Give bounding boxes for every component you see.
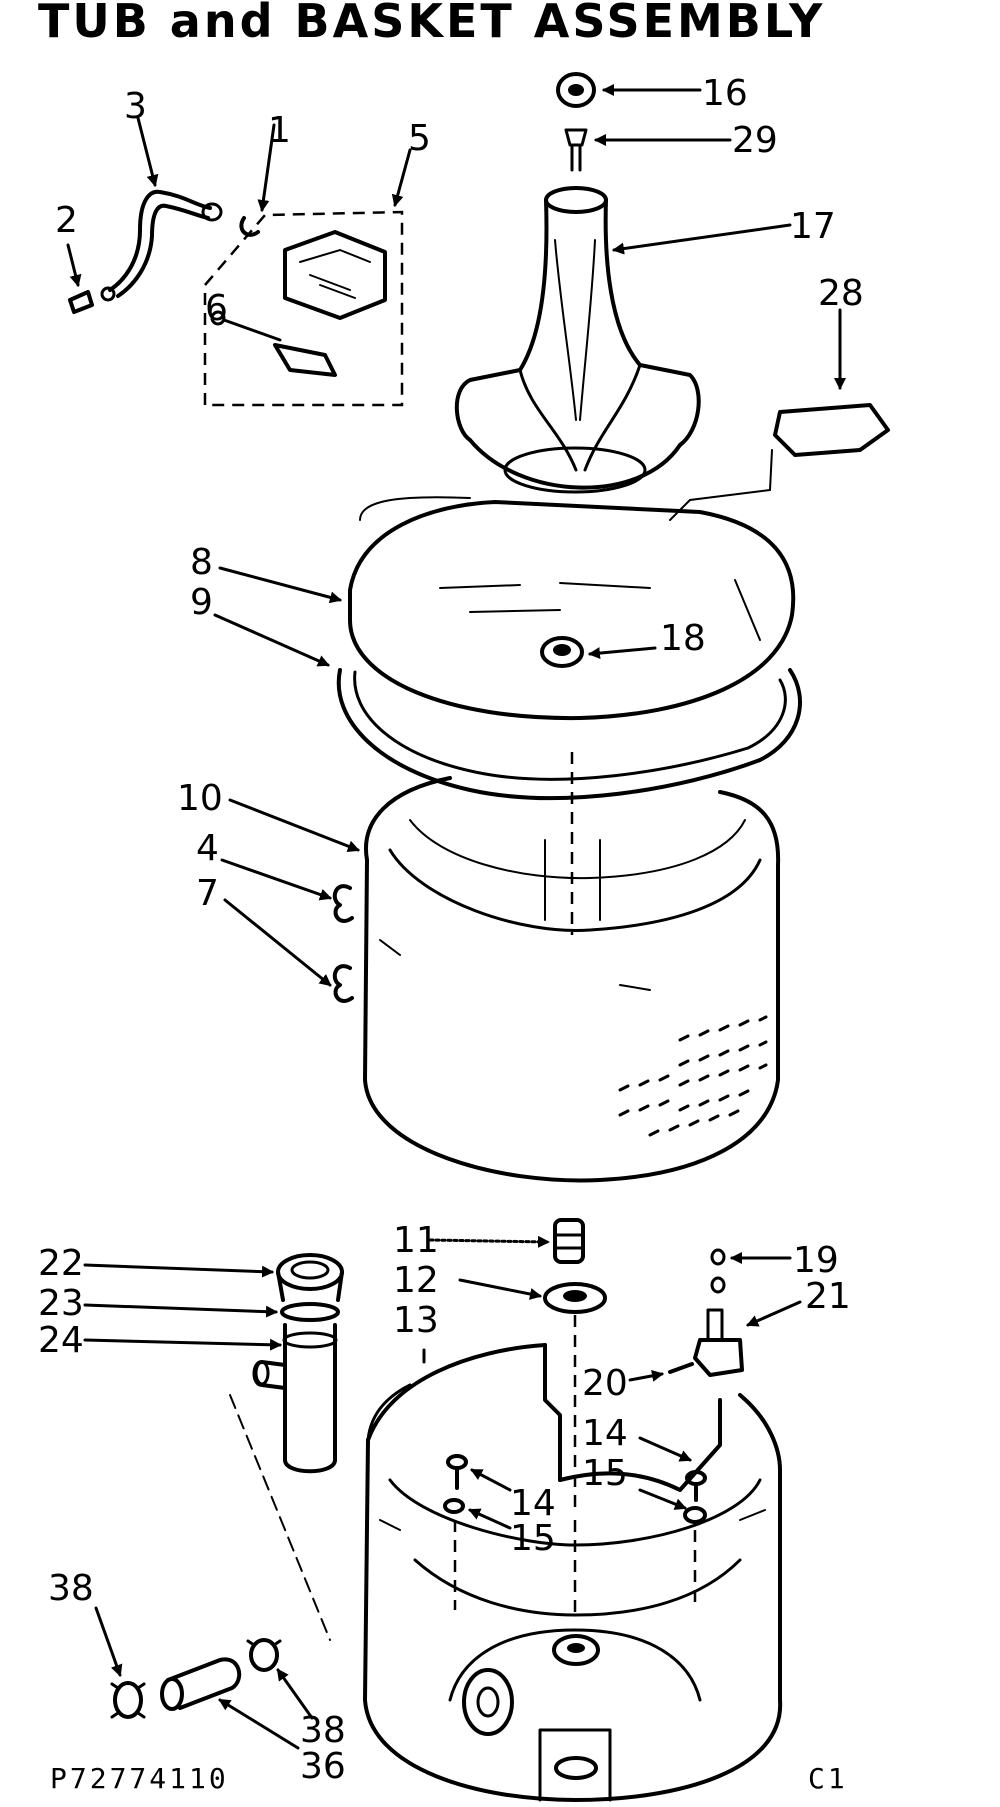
callout-28: 28: [818, 273, 864, 314]
part-20-screw: [668, 1362, 694, 1374]
part-9-gasket: [336, 668, 802, 801]
callout-21: 21: [805, 1276, 851, 1317]
part-15-washer-left: [443, 1498, 465, 1514]
callout-15-left: 15: [510, 1518, 556, 1559]
callout-29: 29: [732, 120, 778, 161]
part-8-tub-cover: [348, 496, 796, 721]
part-1-clip: [239, 216, 260, 237]
part-22-pipe-top: [276, 1253, 344, 1302]
callout-11: 11: [393, 1220, 439, 1261]
callout-17: 17: [790, 206, 836, 247]
part-5-switch: [203, 210, 404, 407]
part-38-clamp-right: [246, 1638, 282, 1672]
leader-lines: [66, 84, 846, 1750]
part-38-clamp-left: [110, 1681, 146, 1719]
part-3-hose: [100, 189, 223, 302]
callout-labels: 16 29 17 28 3 1 5 2 6 8 9 18 10 4 7 11 1…: [38, 73, 864, 1787]
callout-38-left: 38: [48, 1568, 94, 1609]
callout-10: 10: [177, 778, 223, 819]
callout-9: 9: [190, 582, 213, 623]
part-17-agitator: [454, 186, 701, 494]
callout-14-right: 14: [582, 1413, 628, 1454]
callout-23: 23: [38, 1283, 84, 1324]
callout-13: 13: [393, 1300, 439, 1341]
callout-36: 36: [300, 1746, 346, 1787]
callout-15-right: 15: [582, 1453, 628, 1494]
callout-16: 16: [702, 73, 748, 114]
part-16-cap: [556, 72, 596, 108]
basket-holes: [618, 1015, 768, 1137]
part-4-clip: [332, 884, 354, 923]
part-6-screw: [210, 310, 337, 377]
part-11-spring: [553, 1218, 585, 1264]
part-13-outer-tub: [363, 1343, 783, 1802]
callout-1: 1: [268, 110, 291, 151]
callout-22: 22: [38, 1243, 84, 1284]
callout-24: 24: [38, 1320, 84, 1361]
part-18-nut: [540, 636, 584, 668]
callout-14-left: 14: [510, 1483, 556, 1524]
part-10-basket: [363, 776, 781, 1183]
callout-18: 18: [660, 618, 706, 659]
part-7-clip: [332, 964, 354, 1003]
part-15-washer-right: [683, 1506, 707, 1524]
callout-3: 3: [124, 86, 147, 127]
part-code: P72774110: [50, 1762, 229, 1795]
callout-38-right: 38: [300, 1710, 346, 1751]
callout-5: 5: [408, 118, 431, 159]
callout-6: 6: [205, 288, 228, 329]
tub-drain-port: [462, 1668, 514, 1736]
callout-19: 19: [793, 1240, 839, 1281]
part-29-bolt: [564, 128, 588, 172]
part-36-hose: [160, 1657, 242, 1711]
part-2-clamp: [68, 290, 94, 314]
part-14-screw-left: [446, 1454, 468, 1490]
part-23-clamp: [280, 1302, 340, 1322]
diagram-title: TUB and BASKET ASSEMBLY: [38, 0, 826, 48]
part-28-cover: [669, 403, 890, 521]
callout-8: 8: [190, 542, 213, 583]
part-14-screw-right: [685, 1470, 707, 1502]
callout-12: 12: [393, 1260, 439, 1301]
callout-7: 7: [196, 873, 219, 914]
part-12-hub: [543, 1282, 607, 1314]
callout-4: 4: [196, 828, 219, 869]
callout-20: 20: [582, 1363, 628, 1404]
callout-2: 2: [55, 200, 78, 241]
part-19-washer: [710, 1248, 726, 1294]
page-number: C1: [808, 1762, 848, 1795]
part-24-pipe: [252, 1323, 338, 1474]
part-21-valve: [693, 1308, 744, 1377]
